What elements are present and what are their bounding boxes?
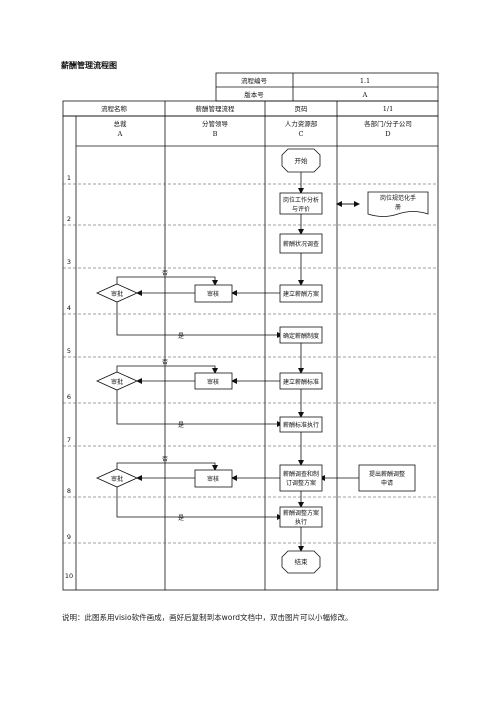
review-node-3[interactable] — [194, 469, 233, 488]
label-line: 提出薪酬调整 — [369, 470, 405, 478]
step-number: 10 — [65, 572, 73, 580]
document-title: 薪酬管理流程图 — [61, 61, 117, 70]
start-label: 开始 — [295, 156, 309, 165]
edge-label-yes-2: 是 — [178, 422, 184, 429]
code-label: 流程编号 — [241, 76, 268, 85]
label-line: 册 — [395, 204, 401, 211]
lane-code-b: B — [213, 130, 218, 138]
connectors — [116, 172, 360, 552]
job-analysis-node[interactable] — [279, 192, 323, 215]
approve-label-1: 审批 — [111, 290, 123, 298]
label-line: 与评价 — [292, 205, 310, 213]
edge-label-no-1: 否 — [162, 270, 168, 277]
job-analysis-label: 岗位工作分析与评价 — [283, 196, 319, 213]
swimlane-frame — [62, 115, 439, 591]
step-number: 9 — [67, 533, 71, 541]
lane-code-c: C — [299, 130, 304, 138]
step-number: 3 — [67, 258, 71, 266]
edge-label-yes-3: 是 — [178, 515, 184, 522]
job-manual-label: 岗位规范化手册 — [380, 194, 416, 211]
info-table — [62, 72, 439, 117]
lane-title-c: 人力资源部 — [285, 119, 318, 128]
code-value: 1.1 — [360, 77, 370, 85]
build-plan-node[interactable] — [279, 284, 323, 303]
adjust-execute-label: 薪酬调整方案执行 — [283, 509, 319, 526]
edge-label-no-2: 否 — [162, 359, 168, 366]
step-number: 4 — [67, 304, 71, 312]
step-number: 5 — [67, 347, 71, 355]
approve-decision-2[interactable] — [96, 371, 138, 391]
survey-node[interactable] — [279, 233, 323, 254]
step-number: 8 — [67, 487, 71, 495]
adjust-plan-label: 薪酬调查和制订调整方案 — [283, 470, 319, 487]
label-line: 薪酬调查和制 — [283, 470, 319, 478]
step-number: 6 — [67, 393, 71, 401]
adjust-plan-node[interactable] — [279, 464, 323, 492]
approve-decision-3[interactable] — [96, 468, 138, 488]
step-number: 2 — [67, 215, 71, 223]
approve-decision-1[interactable] — [96, 283, 138, 303]
label-line: 申请 — [381, 479, 393, 487]
approve-label-3: 审批 — [111, 475, 123, 483]
execute-label: 薪酬标准执行 — [283, 421, 319, 429]
lane-code-a: A — [117, 130, 123, 138]
set-system-label: 确定薪酬制度 — [283, 332, 319, 340]
caption-note: 说明：此图系用visio软件画成，画好后复制到本word文档中，双击图片可以小幅… — [62, 613, 353, 622]
review-node-1[interactable] — [194, 284, 233, 303]
step-number: 7 — [67, 436, 71, 444]
label-line: 岗位工作分析 — [283, 196, 319, 204]
step-number: 1 — [67, 174, 71, 182]
version-value: A — [362, 91, 368, 99]
start-node[interactable] — [281, 148, 321, 173]
build-standard-label: 建立薪酬标准 — [283, 378, 319, 386]
step-separators — [63, 183, 438, 544]
page-value: 1/1 — [383, 105, 393, 113]
end-label: 结束 — [295, 557, 309, 566]
apply-adjust-label: 提出薪酬调整申请 — [369, 470, 405, 487]
survey-label: 薪酬状况调查 — [283, 240, 319, 248]
build-standard-node[interactable] — [279, 372, 323, 390]
review-label-3: 审核 — [207, 475, 219, 483]
edge-label-no-3: 否 — [162, 456, 168, 463]
version-label: 版本号 — [244, 90, 264, 99]
adjust-execute-node[interactable] — [279, 506, 323, 528]
review-node-2[interactable] — [194, 372, 233, 390]
set-system-node[interactable] — [279, 326, 323, 344]
lane-title-d: 各部门/分子公司 — [364, 119, 412, 128]
label-line: 岗位规范化手 — [380, 194, 416, 202]
execute-node[interactable] — [279, 416, 323, 433]
process-name-label: 流程名称 — [101, 104, 128, 113]
label-line: 订调整方案 — [286, 479, 316, 487]
build-plan-label: 建立薪酬方案 — [283, 290, 319, 298]
lane-code-d: D — [385, 130, 390, 138]
end-node[interactable] — [281, 550, 321, 574]
approve-label-2: 审批 — [111, 378, 123, 386]
apply-adjust-node[interactable] — [358, 464, 416, 492]
edge-label-yes-1: 是 — [178, 333, 184, 340]
job-manual-document[interactable] — [367, 191, 429, 217]
page-label: 页码 — [295, 105, 309, 113]
label-line: 薪酬调整方案 — [283, 509, 319, 517]
lane-title-b: 分管领导 — [202, 119, 229, 128]
review-label-1: 审核 — [207, 290, 219, 298]
review-label-2: 审核 — [207, 378, 219, 386]
label-line: 执行 — [295, 518, 307, 526]
process-name-value: 薪酬管理流程 — [196, 104, 236, 113]
lane-title-a: 总裁 — [114, 119, 128, 128]
